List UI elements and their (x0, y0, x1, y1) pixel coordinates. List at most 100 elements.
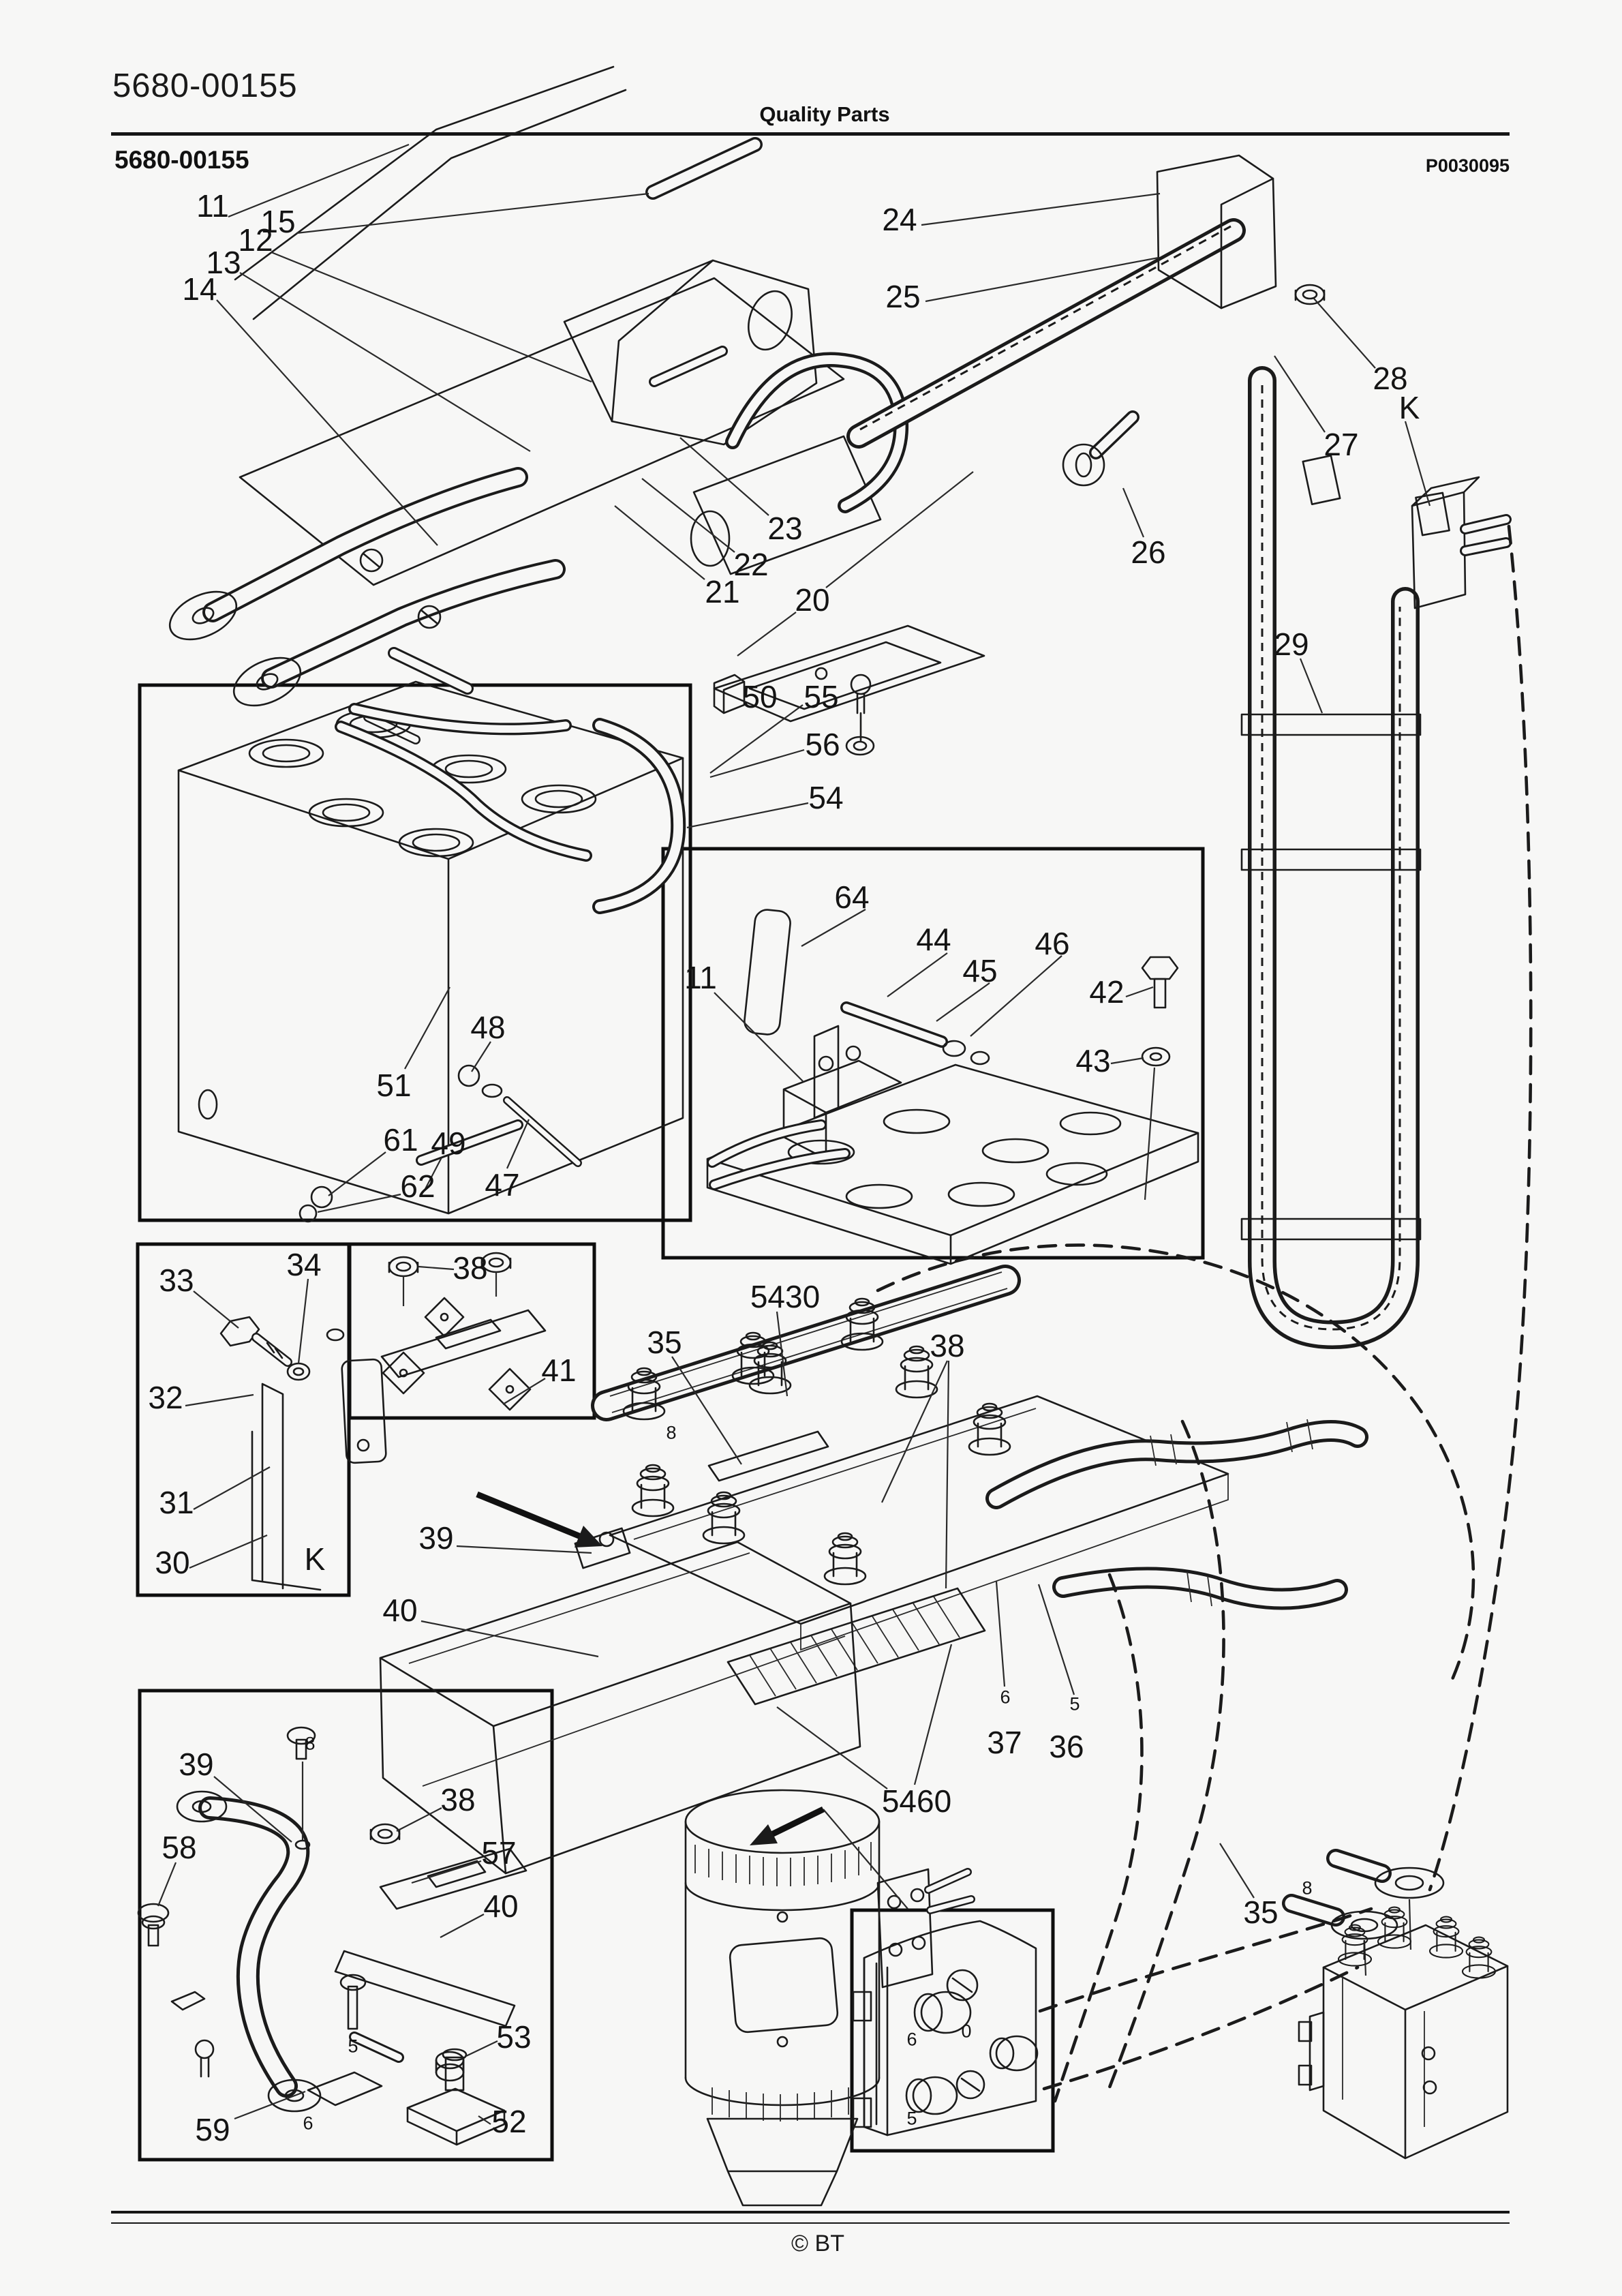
motor-terminal-box (876, 1868, 975, 1989)
callout-14: 14 (182, 271, 217, 307)
footer-copyright: © BT (791, 2231, 844, 2256)
callout-43: 43 (1075, 1043, 1111, 1078)
callout-8-lug: 8 (1302, 1877, 1313, 1899)
inset-frames (136, 683, 1205, 2162)
callout-6-inset: 6 (303, 2113, 313, 2134)
callout-40-inset: 40 (483, 1888, 519, 1924)
gasket-plate (744, 909, 791, 1036)
callout-47: 47 (485, 1167, 520, 1203)
callout-37: 37 (987, 1725, 1022, 1760)
footer-rule (111, 2211, 1510, 2214)
callout-8-inset: 8 (305, 1733, 316, 1754)
callout-31: 31 (159, 1485, 194, 1520)
header-rule (111, 132, 1510, 136)
nut-icon (1294, 284, 1326, 305)
callout-26: 26 (1131, 534, 1166, 570)
fuse-kit-frame (348, 1242, 596, 1420)
washer-icon (845, 736, 875, 756)
controller-cover (379, 1541, 861, 1875)
callout-39-main: 39 (418, 1520, 454, 1556)
spacer-washer (435, 2051, 465, 2082)
callout-24: 24 (882, 202, 917, 237)
callout-42: 42 (1089, 974, 1124, 1010)
callout-K-inset: K (304, 1541, 326, 1577)
busbar (334, 1950, 516, 2027)
cable-lug-icon (168, 590, 302, 707)
callout-29: 29 (1274, 626, 1309, 662)
callout-30: 30 (155, 1545, 190, 1580)
callout-53: 53 (496, 2019, 532, 2055)
cable-harness (1240, 366, 1512, 1349)
callout-39-inset: 39 (179, 1747, 214, 1782)
callout-38-fuse: 38 (453, 1250, 488, 1286)
callout-38-main: 38 (930, 1328, 965, 1363)
callout-49: 49 (431, 1126, 466, 1161)
bolt-icon (286, 1726, 316, 1850)
callout-27: 27 (1323, 427, 1359, 462)
clip-icon (713, 674, 746, 714)
leader-lines (157, 143, 1431, 2125)
callout-48: 48 (470, 1010, 506, 1045)
callout-5-hose: 5 (1069, 1693, 1080, 1715)
callout-36: 36 (1049, 1729, 1084, 1764)
fuse-bracket-inset (137, 1726, 527, 2146)
fuse-bracket-frame (138, 1689, 554, 2162)
callout-22: 22 (733, 547, 769, 582)
contact-plate-parts (416, 1064, 582, 1167)
k-terminal-block (1302, 455, 1512, 609)
callout-32: 32 (148, 1380, 183, 1415)
callout-6-block: 6 (906, 2029, 917, 2050)
callout-56: 56 (805, 727, 840, 762)
callout-52: 52 (491, 2104, 527, 2139)
bolt-icon (1141, 956, 1179, 1009)
fuse-link (380, 1309, 547, 1378)
k-plate (341, 1358, 387, 1464)
figure-part-number: 5680-00155 (114, 146, 249, 174)
callout-8-main: 8 (666, 1422, 677, 1443)
callout-62: 62 (400, 1168, 435, 1204)
screw-icon (194, 2039, 215, 2078)
callout-11-inset: 11 (684, 960, 717, 995)
callout-35-main: 35 (647, 1325, 682, 1360)
callout-33: 33 (159, 1263, 194, 1298)
callout-6-hose: 6 (1000, 1687, 1011, 1708)
mounting-bracket (1156, 154, 1277, 309)
callout-13: 13 (206, 245, 241, 280)
page-title: Quality Parts (759, 102, 890, 126)
battery-corner-inset (706, 909, 1199, 1265)
callout-5-inset: 5 (348, 2036, 358, 2057)
terminal-block-inset (852, 1920, 1039, 2136)
callout-5430: 5430 (750, 1279, 821, 1314)
callout-28: 28 (1373, 361, 1408, 396)
battery-connector-assembly (168, 65, 845, 744)
bolt-icon (137, 1903, 170, 1947)
callout-35-lug: 35 (1243, 1894, 1279, 1930)
callout-50: 50 (742, 679, 778, 714)
page-part-number: 5680-00155 (112, 67, 298, 104)
callout-25: 25 (885, 279, 921, 314)
fuse-kit-inset (380, 1252, 547, 1411)
hose-lower (1052, 1567, 1348, 1610)
terminal-block-frame (850, 1908, 1055, 2153)
callout-40-main: 40 (382, 1592, 418, 1628)
callout-45: 45 (962, 953, 998, 988)
callout-12: 12 (238, 222, 273, 258)
washer-icon (286, 1362, 311, 1381)
callout-41: 41 (541, 1353, 577, 1388)
contactor (1282, 1849, 1509, 2160)
cable-routes-dashed (876, 524, 1533, 2103)
callout-38-inset: 38 (440, 1782, 476, 1817)
pad-plate (307, 2071, 383, 2106)
callout-21: 21 (705, 574, 740, 609)
clip-icon (170, 1991, 206, 2011)
screw-icon (1062, 410, 1139, 487)
battery-corner-frame (661, 847, 1205, 1260)
battery-box (177, 680, 686, 1223)
battery-box-frame (138, 683, 692, 1222)
callout-5460: 5460 (881, 1783, 952, 1819)
handle-connector-assembly (690, 218, 1246, 575)
screw-icon (339, 1974, 367, 2030)
callout-44: 44 (916, 922, 951, 957)
